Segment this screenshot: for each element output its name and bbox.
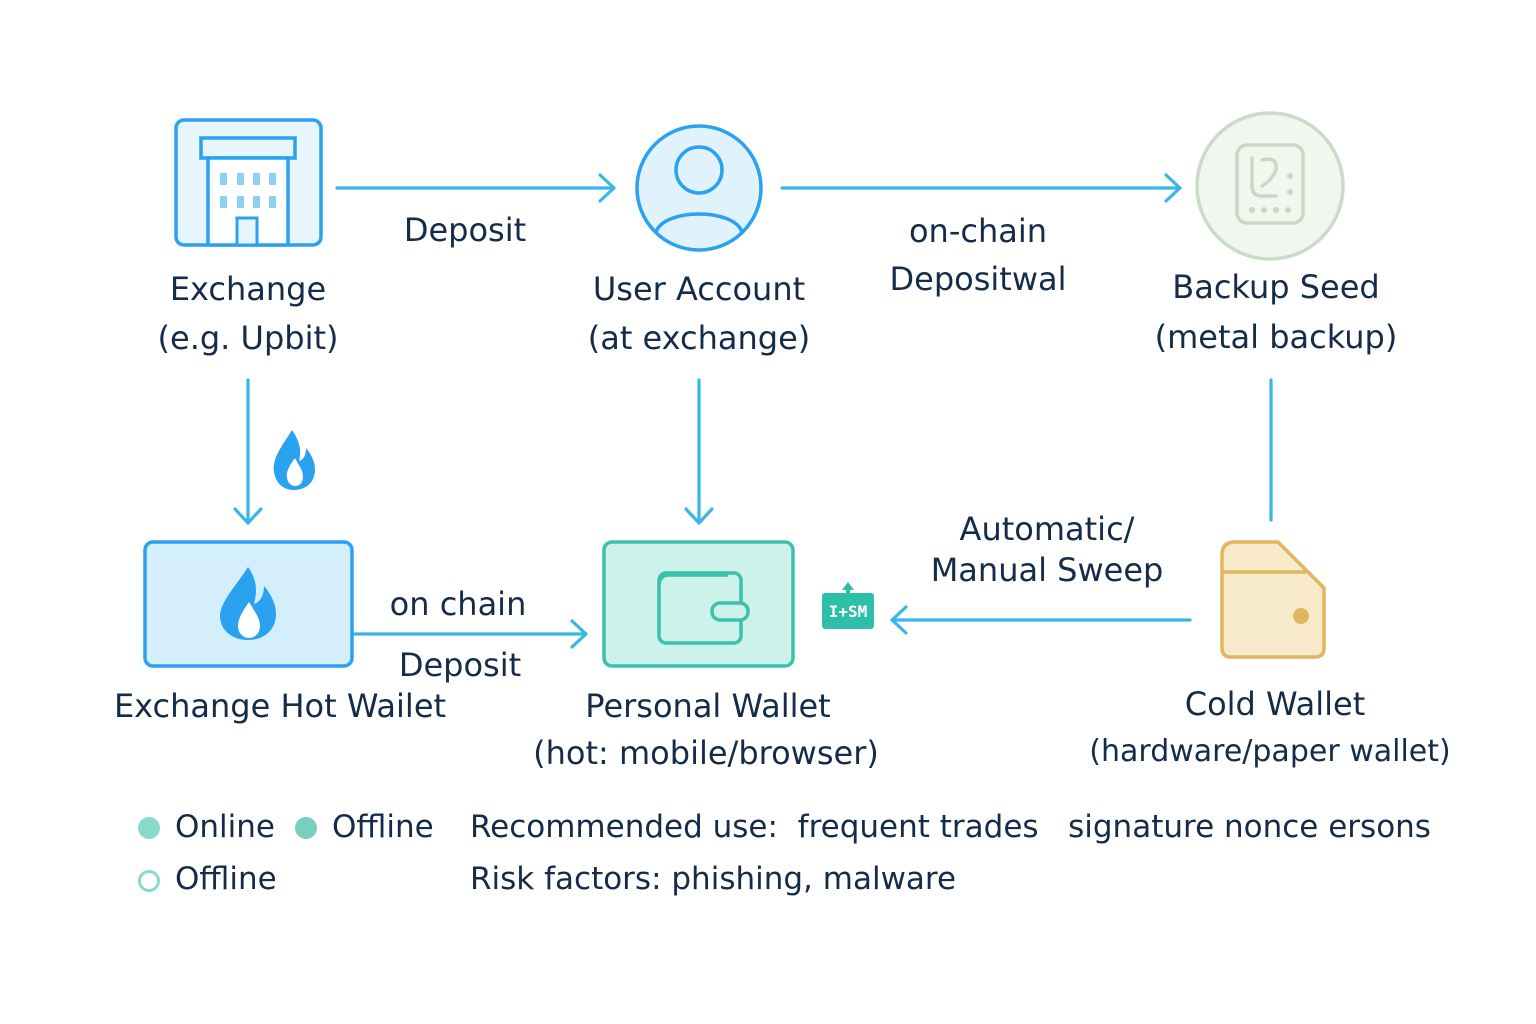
edge-label-on-chain: on-chain: [908, 212, 1048, 250]
building-icon: [174, 118, 323, 247]
arrow-hot-wallet-to-personal-wallet: [352, 619, 588, 649]
edge-label-deposit: Deposit: [403, 211, 527, 249]
edge-label-depositwal: Depositwal: [889, 260, 1067, 298]
personal-wallet-title: Personal Wallet: [585, 687, 831, 725]
hot-marker-flame-icon: [273, 430, 315, 490]
edge-label-on-chain-hot: on chain: [389, 585, 527, 623]
legend-recommended-use: Recommended use: frequent trades signatu…: [470, 809, 1431, 845]
edge-label-deposit-hot: Deposit: [398, 646, 522, 684]
user-avatar-icon: [635, 124, 763, 252]
legend-risk-factors: Risk factors: phishing, malware: [470, 861, 957, 897]
arrow-exchange-to-user-account: [335, 173, 616, 203]
exchange-subtitle: (e.g. Upbit): [157, 319, 339, 357]
legend-online-dot: [138, 817, 160, 839]
wallet-icon: [602, 540, 795, 668]
user-account-title: User Account: [592, 270, 806, 308]
legend-offline-outline-label: Offline: [175, 861, 277, 897]
legend-offline-outline-dot: [138, 870, 160, 892]
arrow-exchange-to-hot-wallet: [233, 378, 263, 525]
hsm-icon: I+SM: [822, 582, 874, 629]
hsm-badge-text: I+SM: [829, 602, 868, 621]
arrow-user-account-to-backup-seed: [780, 173, 1182, 203]
backup-seed-title: Backup Seed: [1172, 268, 1380, 306]
edge-label-automatic: Automatic/: [959, 510, 1135, 548]
seed-card-icon: [1195, 111, 1345, 261]
arrow-cold-wallet-to-personal-wallet: [890, 605, 1192, 635]
exchange-title: Exchange: [169, 270, 327, 308]
edge-label-manual-sweep: Manual Sweep: [930, 551, 1164, 589]
cold-wallet-icon: [1220, 540, 1326, 659]
exchange-hot-wallet-title: Exchange Hot Wailet: [113, 687, 447, 725]
personal-wallet-subtitle: (hot: mobile/browser): [533, 734, 879, 772]
legend-offline-label: Offline: [332, 809, 434, 845]
legend-online-label: Online: [175, 809, 275, 845]
flame-icon: [143, 540, 354, 668]
legend-offline-dot: [295, 817, 317, 839]
backup-seed-subtitle: (metal backup): [1154, 318, 1398, 356]
arrow-user-account-to-personal-wallet: [684, 378, 714, 525]
cold-wallet-subtitle: (hardware/paper wallet): [1089, 734, 1451, 769]
cold-wallet-title: Cold Wallet: [1184, 685, 1366, 723]
user-account-subtitle: (at exchange): [587, 319, 811, 357]
